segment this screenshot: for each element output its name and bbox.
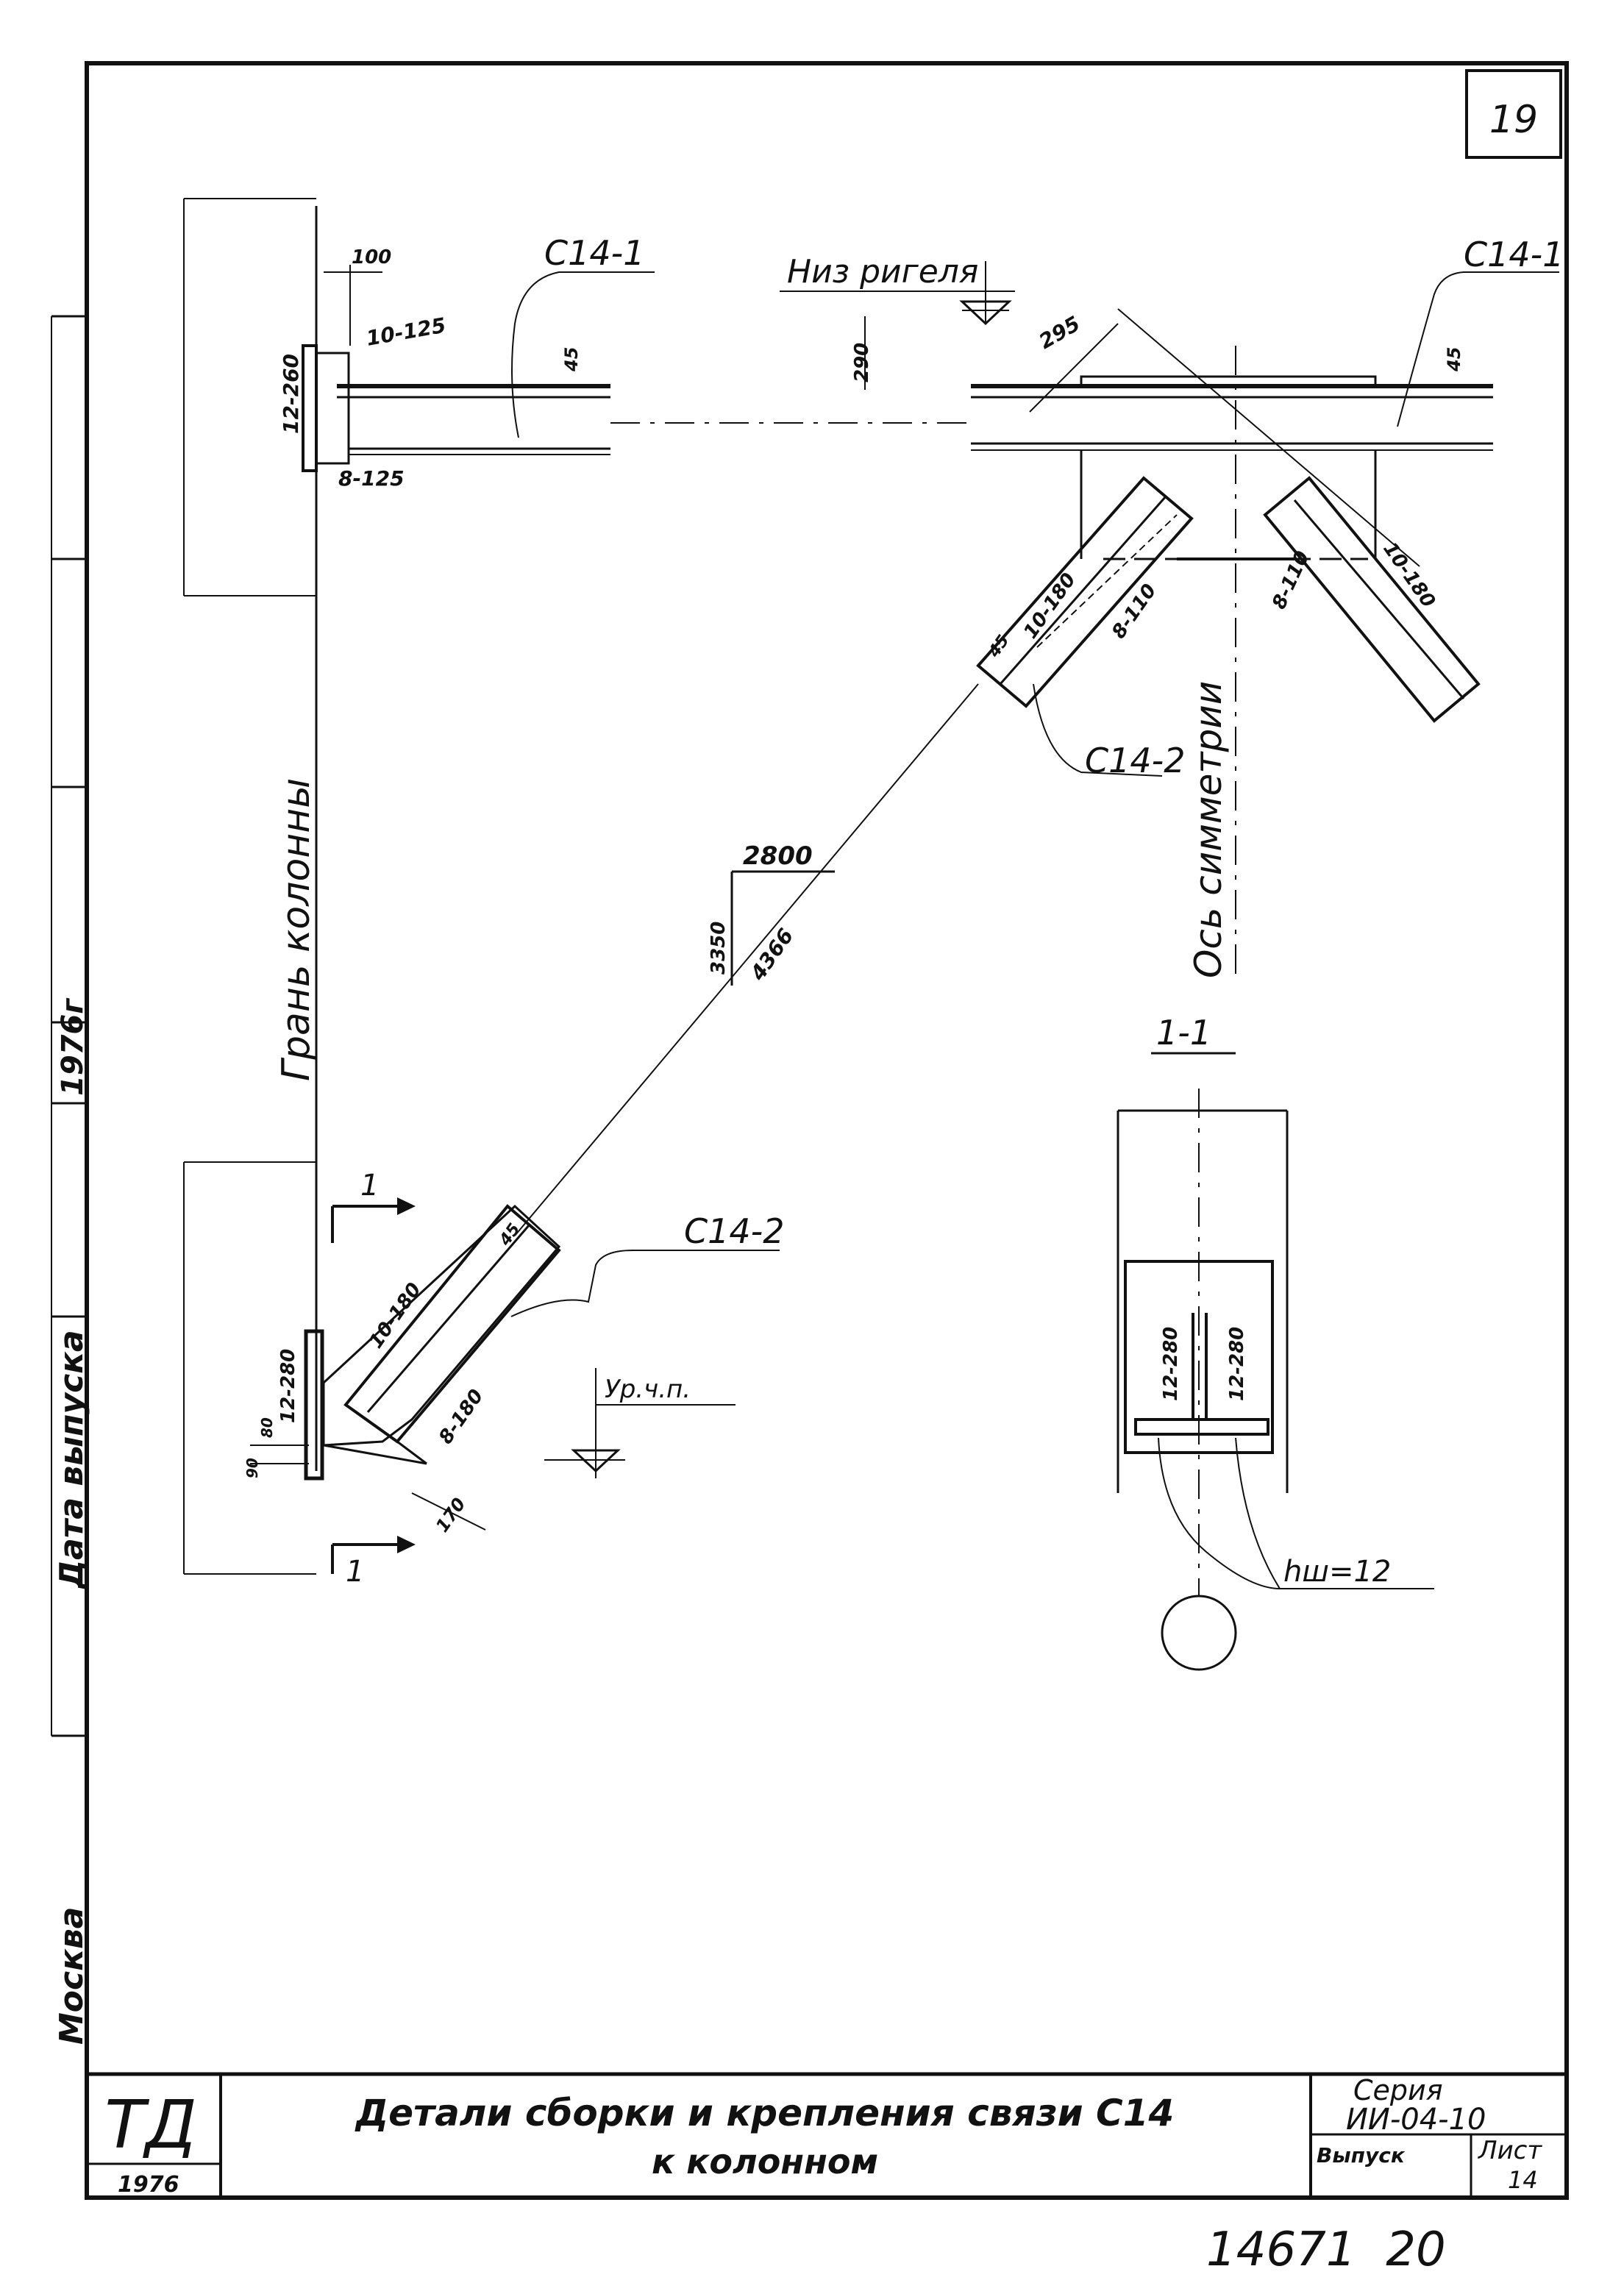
margin-archive: Дата выпуска <box>53 1330 90 1590</box>
dim-170: 170 <box>432 1494 470 1536</box>
section-mark-bottom: 1 <box>346 1555 364 1589</box>
sheet-number-box: 19 <box>1465 69 1562 159</box>
label-level-mark: Ур.ч.п. <box>605 1375 691 1404</box>
section-mark-top: 1 <box>360 1169 379 1203</box>
top-right-connection: Низ ригеля 290 295 45 С14-1 10-180 8-110… <box>780 235 1564 978</box>
dim-45-brace-bottom: 45 <box>496 1220 524 1250</box>
dim-90: 90 <box>243 1458 261 1478</box>
dim-12-280-left: 12-280 <box>277 1349 299 1423</box>
dim-10-125: 10-125 <box>364 313 447 350</box>
label-c14-2-bottom: С14-2 <box>684 1211 785 1251</box>
axis-circle <box>1161 1595 1237 1671</box>
dim-2800: 2800 <box>743 841 813 871</box>
dim-45-right: 45 <box>1444 347 1464 372</box>
dim-10-180-a: 10-180 <box>1019 569 1080 643</box>
left-margin: Москва Дата выпуска 1976г <box>53 998 90 2045</box>
sheet-label: Лист <box>1477 2136 1542 2165</box>
dim-8-180: 8-180 <box>435 1386 488 1448</box>
dim-8-110-a: 8-110 <box>1108 580 1161 643</box>
dim-8-125: 8-125 <box>338 466 405 491</box>
brace-axis <box>514 683 979 1236</box>
top-left-connection: 100 10-125 12-260 8-125 45 С14-1 <box>183 198 655 1471</box>
slope-triangle: 2800 3350 4366 <box>708 841 835 986</box>
label-c14-2-top: С14-2 <box>1085 741 1186 780</box>
dim-80: 80 <box>258 1417 276 1438</box>
title-line-2: к колонном <box>652 2142 878 2181</box>
section-1-1: 1-1 12-280 12-280 hш=12 <box>1116 1013 1434 1671</box>
title-line-1: Детали сборки и крепления связи С14 <box>355 2092 1175 2134</box>
dim-295: 295 <box>1035 311 1084 354</box>
weld-size: hш=12 <box>1283 1555 1391 1589</box>
label-c14-1-right: С14-1 <box>1464 235 1564 274</box>
label-os-simmetrii: Ось симметрии <box>1187 681 1230 978</box>
dim-12-260: 12-260 <box>279 354 303 434</box>
label-c14-1-left: С14-1 <box>544 233 645 273</box>
dim-45-brace-top: 45 <box>985 632 1014 661</box>
margin-year-stamp: 1976г <box>56 998 90 1096</box>
series-value: ИИ-04-10 <box>1346 2103 1486 2137</box>
dim-12-280-s2: 12-280 <box>1226 1327 1248 1401</box>
sheet-number: 19 <box>1489 98 1538 142</box>
label-niz-rigelya: Низ ригеля <box>787 253 978 291</box>
footer-number: 14671 20 <box>1206 2223 1446 2277</box>
org-logo: ТД <box>104 2087 196 2164</box>
dim-100: 100 <box>352 246 391 268</box>
dim-45-left: 45 <box>561 347 582 372</box>
dim-3350: 3350 <box>708 922 730 975</box>
dim-4366: 4366 <box>745 924 798 986</box>
dim-290: 290 <box>851 343 873 382</box>
issue-label: Выпуск <box>1317 2143 1406 2167</box>
bottom-left-connection: 1 1 45 10-180 12-280 8-180 170 80 90 С14… <box>183 1161 785 1589</box>
sheet-value: 14 <box>1508 2166 1538 2194</box>
sheet-frame <box>51 61 1569 2200</box>
title-block: ТД 1976 Детали сборки и крепления связи … <box>104 2074 1542 2198</box>
dim-12-280-s1: 12-280 <box>1160 1327 1182 1401</box>
section-title: 1-1 <box>1156 1013 1211 1052</box>
title-year: 1976 <box>118 2172 179 2198</box>
label-gran-kolonny: Грань колонны <box>274 778 318 1081</box>
margin-city: Москва <box>53 1907 90 2045</box>
series-label: Серия <box>1353 2074 1443 2106</box>
